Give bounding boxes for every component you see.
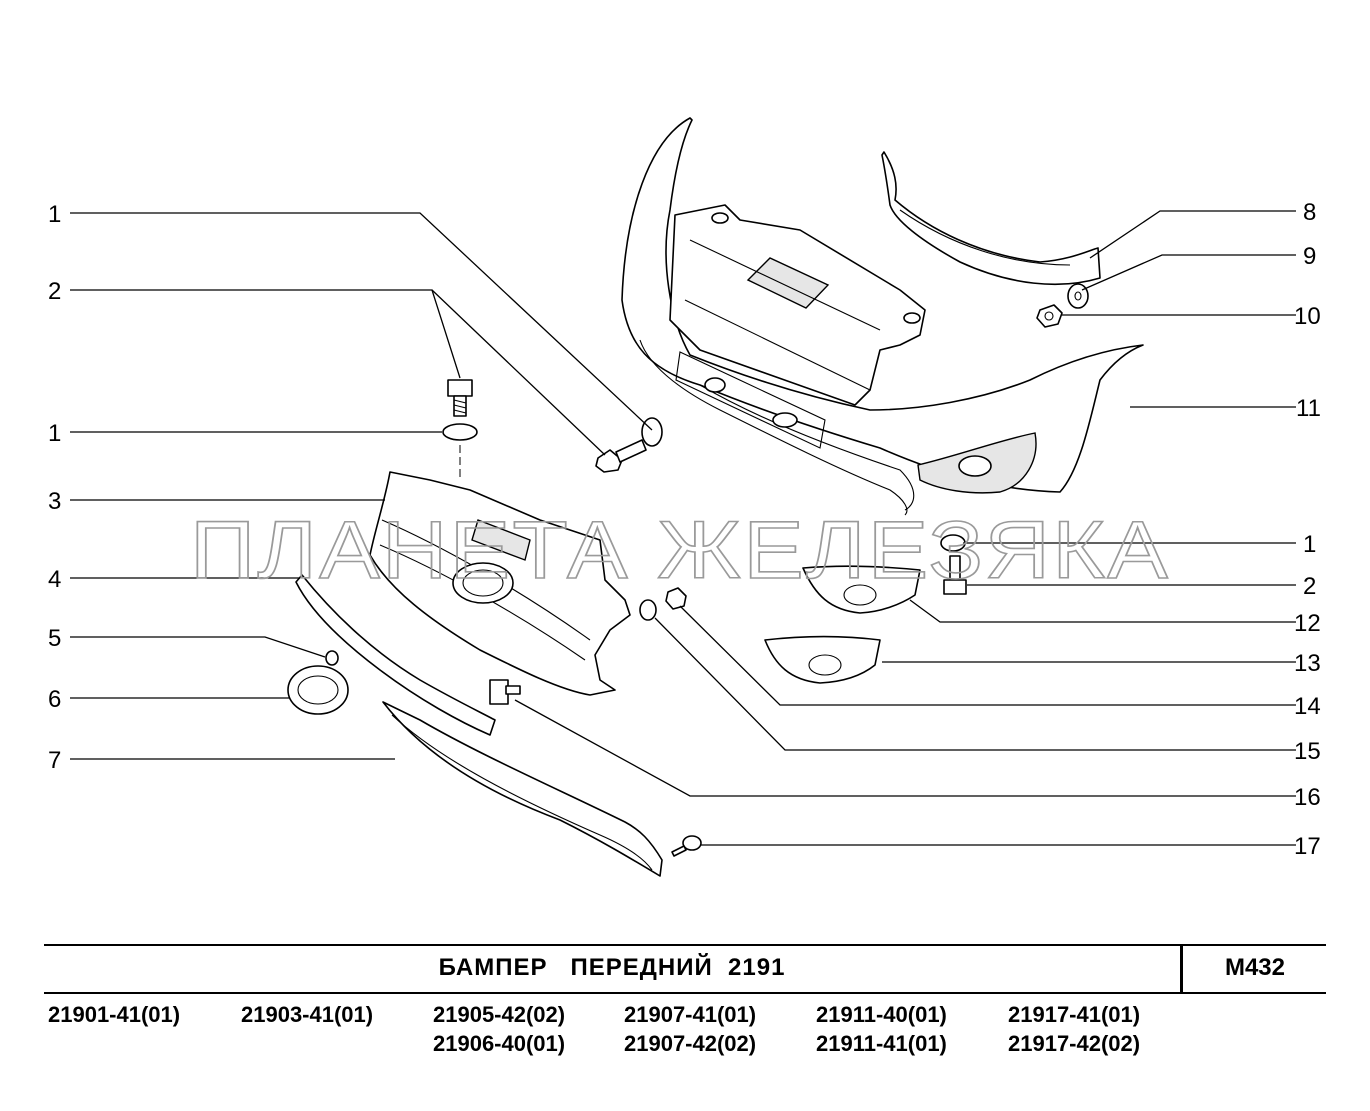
washer-part-15 [639,599,657,621]
callout-left-5: 4 [48,566,61,593]
callout-left-4: 3 [48,488,61,515]
washer-part-1-middle [641,417,663,447]
callout-right-2: 9 [1303,243,1316,270]
callout-right-10: 15 [1294,738,1321,765]
callout-left-7: 6 [48,686,61,713]
emblem-part-6 [287,665,349,715]
lower-grille-part-7 [382,701,663,877]
washer-part-9-hole [1074,291,1082,301]
model-code: 21906-40(01) [433,1031,566,1056]
watermark-text: ПЛАНЕТА ЖЕЛЕЗЯКА [190,505,1170,596]
callout-right-3: 10 [1294,303,1321,330]
model-column-6: 21917-41(01) 21917-42(02) [1008,1000,1140,1058]
fog-lamp-trim-part-13 [764,635,881,684]
callout-right-8: 13 [1294,650,1321,677]
sheet-code: M432 [1224,954,1286,981]
callout-left-6: 5 [48,625,61,652]
bumper-upper-frame [669,204,926,406]
model-code: 21917-41(01) [1008,1002,1141,1027]
nut-part-10-hole [1044,311,1054,321]
callout-left-2: 2 [48,278,61,305]
callout-right-12: 17 [1294,833,1321,860]
fog-lamp-trim-part-12 [802,565,921,614]
callout-right-6: 2 [1303,573,1316,600]
model-code: 21905-42(02) [433,1002,566,1027]
model-code: 21903-41(01) [241,1002,374,1027]
callout-right-7: 12 [1294,610,1321,637]
model-list: 21901-41(01) 21903-41(01) 21905-42(02) 2… [44,1000,1326,1080]
nut-part-10 [1036,304,1063,328]
bumper-cover-part-11 [621,117,1144,516]
exploded-parts-diagram: 1 2 1 3 4 5 6 7 8 9 10 11 1 2 12 13 14 1… [48,117,1321,877]
model-column-5: 21911-40(01) 21911-41(01) [816,1000,947,1058]
bolt-part-2-middle [595,439,647,473]
model-code: 21901-41(01) [48,1002,181,1027]
callout-left-8: 7 [48,747,61,774]
bumper-bracket-part-8 [881,151,1101,286]
bolt-part-2-upper [447,379,473,417]
nut-part-14 [665,587,687,610]
callout-right-4: 11 [1296,395,1321,422]
clip-part-16 [489,679,521,705]
model-code: 21907-42(02) [624,1031,757,1056]
callout-right-11: 16 [1294,784,1321,811]
model-column-1: 21901-41(01) [48,1000,180,1029]
screw-part-17 [671,835,702,857]
model-column-3: 21905-42(02) 21906-40(01) [433,1000,565,1058]
grille-trim-part-4 [295,574,496,736]
callout-left-3: 1 [48,420,61,447]
radiator-grille-part-3 [369,471,631,696]
model-column-2: 21903-41(01) [241,1000,373,1029]
leader-lines [70,210,1296,846]
nut-part-5 [325,650,339,666]
title-separator [1180,946,1183,992]
left-callouts: 1 2 1 3 4 5 6 7 [48,201,61,774]
model-code: 21911-40(01) [816,1002,947,1027]
model-code: 21917-42(02) [1008,1031,1141,1056]
model-column-4: 21907-41(01) 21907-42(02) [624,1000,756,1058]
model-code: 21907-41(01) [624,1002,757,1027]
callout-right-9: 14 [1294,693,1321,720]
title-block: БАМПЕР ПЕРЕДНИЙ 2191 M432 [44,944,1326,994]
bolt-part-2-right [943,555,967,595]
washer-part-9 [1067,283,1089,309]
diagram-title: БАМПЕР ПЕРЕДНИЙ 2191 [438,954,786,981]
callout-left-1: 1 [48,201,61,228]
washer-part-1-upper [442,423,478,441]
callout-right-5: 1 [1303,531,1316,558]
callout-right-1: 8 [1303,199,1316,226]
model-code: 21911-41(01) [816,1031,947,1056]
right-callouts: 8 9 10 11 1 2 12 13 14 15 16 17 [1294,199,1321,860]
